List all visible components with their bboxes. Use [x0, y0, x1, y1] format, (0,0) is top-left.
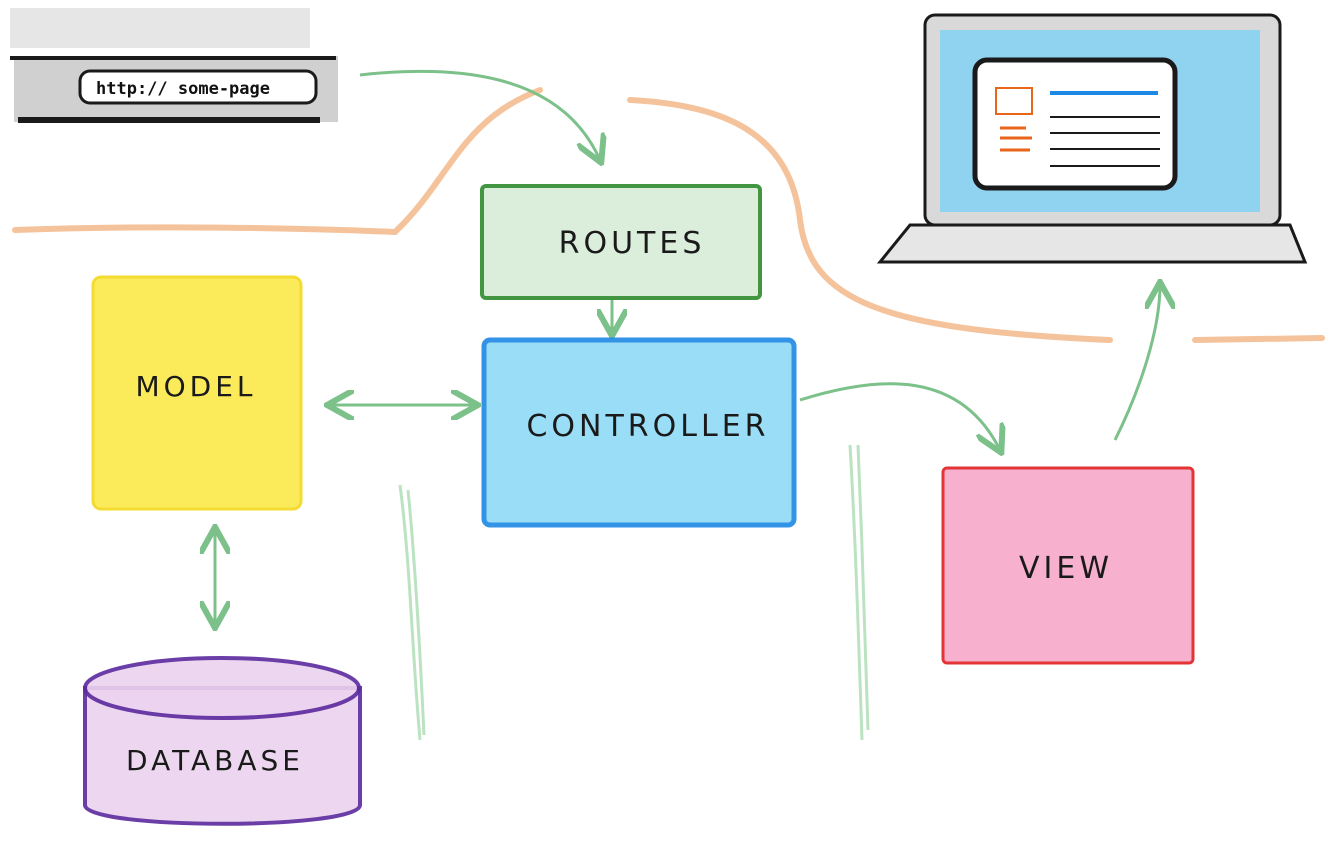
view-node: VIEW — [941, 466, 1195, 665]
flow-lines — [12, 87, 1325, 343]
model-node: MODEL — [91, 275, 303, 511]
routes-label: ROUTES — [559, 226, 706, 261]
database-node: DATABASE — [83, 656, 362, 826]
controller-label: CONTROLLER — [526, 409, 769, 444]
controller-node: CONTROLLER — [481, 337, 797, 528]
url-field[interactable] — [78, 69, 318, 105]
arrow-url-to-routes — [359, 69, 600, 160]
routes-node: ROUTES — [480, 184, 762, 300]
arrow-view-to-laptop — [1113, 285, 1160, 441]
arrows — [215, 69, 1160, 625]
database-label: DATABASE — [126, 744, 304, 777]
view-label: VIEW — [1019, 551, 1113, 586]
model-label: MODEL — [135, 370, 256, 403]
laptop-icon — [876, 13, 1308, 264]
arrow-controller-to-view — [799, 382, 1000, 450]
url-text: http:// some-page — [96, 79, 270, 99]
decorative-strokes — [398, 444, 870, 741]
browser-address-bar-icon: http:// some-page — [10, 8, 338, 123]
